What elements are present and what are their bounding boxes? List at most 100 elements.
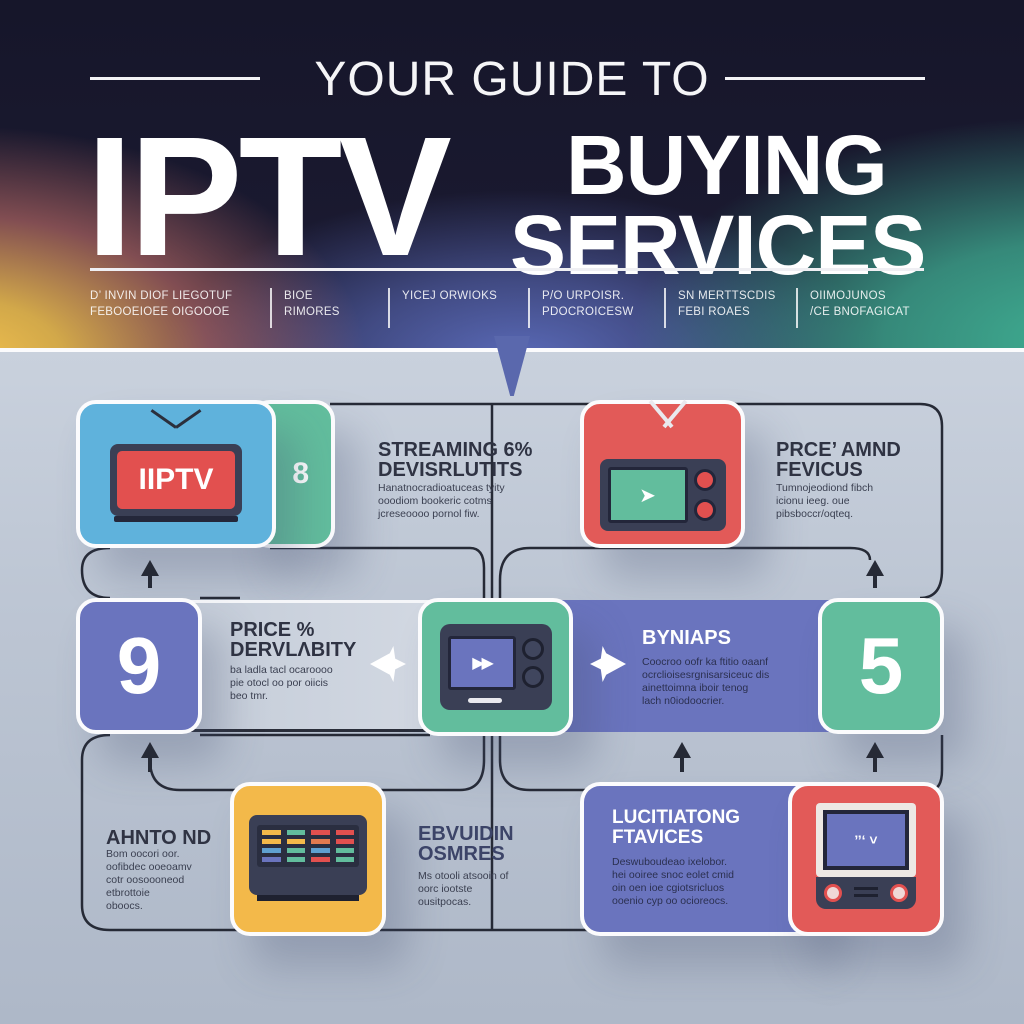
step-body: ba ladla tacl ocaroooo pie otocl oo por …: [230, 664, 333, 703]
header-divider: [90, 268, 924, 271]
step-number-tile-5: 5: [818, 598, 944, 734]
body-line: Deswuboudeao ixelobor.: [612, 856, 727, 868]
subnav-line: FEBOOEIOEE OIGOOOE: [90, 306, 230, 318]
vent-icon: [854, 894, 878, 897]
body-line: pie otocl oo por oiicis: [230, 677, 329, 689]
subnav: D’ INVIN DIOF LIEGOTUF FEBOOEIOEE OIGOOOE…: [90, 288, 930, 328]
body-line: Ms otooli atsooin of: [418, 870, 509, 882]
body-line: ooodiom bookeric cotms: [378, 495, 492, 507]
step-title-line: FTAVICES: [612, 827, 704, 848]
body-line: icionu ieeg. oue: [776, 495, 850, 507]
body-line: lach n0iodoocrier.: [642, 695, 725, 707]
body-line: jcreseoooo pornol fiw.: [378, 508, 480, 520]
step-body: Ms otooli atsooin of oorc iootste ousitp…: [418, 870, 508, 909]
tv-stand: [114, 516, 238, 522]
dial-icon: [693, 499, 716, 521]
step-title-line: STREAMING 6%: [378, 439, 533, 461]
body-line: ba ladla tacl ocaroooo: [230, 664, 333, 676]
media-player-icon: ▶▶: [439, 624, 552, 710]
subnav-line: OIIMOJUNOS: [810, 290, 886, 302]
arrow-stem: [873, 574, 877, 588]
step-title: PRCE’ AMND FEVICUS: [776, 440, 901, 480]
arrow-stem: [148, 756, 152, 772]
body-line: ooenio cyp oo ocioreocs.: [612, 895, 729, 907]
antenna-icon: [648, 399, 674, 429]
iptv-icon-tile: IIPTV: [76, 400, 276, 548]
subnav-line: RIMORES: [284, 306, 340, 318]
body-line: Tumnojeodiond fibch: [776, 482, 874, 494]
body-line: oofibdec ooeoamv: [106, 861, 192, 873]
subnav-line: PDOCROICESW: [542, 306, 634, 318]
step-title-line: PRICE %: [230, 619, 315, 641]
subnav-line: D’ INVIN DIOF LIEGOTUF: [90, 290, 233, 302]
step-title: PRICE % DERVLΛBITY: [230, 620, 356, 660]
tv-icon: IIPTV: [110, 409, 242, 522]
subnav-item: D’ INVIN DIOF LIEGOTUF FEBOOEIOEE OIGOOOE: [90, 288, 270, 328]
step-body: Deswuboudeao ixelobor. hei ooiree snoc e…: [612, 856, 734, 908]
tv-body: ➤: [599, 459, 726, 531]
channel-grid-icon: [257, 825, 359, 867]
kicker-rule-left: [90, 77, 260, 80]
monitor-frame: ’’ʻ ˅: [816, 803, 916, 877]
step-title: EBVUIDIN OSMRES: [418, 824, 514, 864]
step-title: LUCITIATONG FTAVICES: [612, 808, 740, 848]
dial-icon: [693, 469, 716, 491]
step-title: AHNTO ND: [106, 828, 211, 848]
body-line: ocrclioisesrgnisarsiceuc dis: [642, 669, 770, 681]
body-line: oin oen ioe cgiotsricluos: [612, 882, 725, 894]
knob-icon: [521, 638, 544, 660]
step-body: Tumnojeodiond fibch icionu ieeg. oue pib…: [776, 482, 873, 521]
body-line: cotr oosoooneod: [106, 874, 185, 886]
step-title-line: DEVISRLUTITS: [378, 459, 523, 481]
arrow-stem: [680, 756, 684, 772]
step-body: Hanatnocradioatuceas tyity ooodiom booke…: [378, 482, 505, 521]
body-line: Bom oocori oor.: [106, 848, 180, 860]
retro-monitor-icon: ’’ʻ ˅: [816, 799, 916, 919]
tv-stand: [257, 895, 359, 901]
body-line: Coocroo oofr ka ftitio oaanf: [642, 656, 769, 668]
antenna-icon: [661, 399, 687, 429]
retro-tv-icon: ➤: [599, 399, 726, 531]
retro-monitor-tile: ’’ʻ ˅: [788, 782, 944, 936]
body-line: Hanatnocradioatuceas tyity: [378, 482, 505, 494]
monitor-screen: ’’ʻ ˅: [827, 814, 905, 866]
subnav-item: SN MERTTSCDIS FEBI ROAES: [664, 288, 796, 328]
step-body: Coocroo oofr ka ftitio oaanf ocrclioises…: [642, 656, 769, 708]
body-line: oorc iootste: [418, 883, 473, 895]
step-title-line: OSMRES: [418, 843, 505, 865]
step-number: 9: [116, 621, 162, 710]
speaker-icon: [890, 884, 908, 902]
slot-icon: [467, 698, 502, 703]
play-icon: ➤: [607, 467, 688, 523]
arrow-up-icon: [673, 742, 691, 758]
kicker-title: YOUR GUIDE TO: [314, 53, 710, 106]
step-title-line: BYNIAPS: [642, 627, 731, 649]
subnav-line: /CE BNOFAGICAT: [810, 306, 910, 318]
subnav-line: FEBI ROAES: [678, 306, 751, 318]
body-line: hei ooiree snoc eolet cmid: [612, 869, 734, 881]
fast-forward-icon: ▶▶: [447, 636, 516, 690]
step-title-line: PRCE’ AMND: [776, 439, 901, 461]
body-line: etbrottoie: [106, 887, 150, 899]
arrow-up-icon: [141, 560, 159, 576]
guide-tv-icon: [249, 815, 367, 903]
body-line: ainettoimna iboir tenog: [642, 682, 749, 694]
monitor-bezel: ’’ʻ ˅: [823, 810, 909, 870]
step-body: Bom oocori oor. oofibdec ooeoamv cotr oo…: [106, 848, 192, 913]
step-title: STREAMING 6% DEVISRLUTITS: [378, 440, 532, 480]
vent-icon: [854, 887, 878, 890]
step-title: BYNIAPS: [642, 628, 731, 648]
subnav-line: SN MERTTSCDIS: [678, 290, 776, 302]
step-number: 8: [292, 457, 309, 490]
step-number: 5: [858, 621, 904, 710]
subnav-line: P/O URPOISR.: [542, 290, 625, 302]
center-device-tile: ▶▶: [418, 598, 573, 736]
title-buying-services: BUYING SERVICES: [510, 123, 926, 287]
antenna-icon: [150, 409, 177, 429]
speaker-icon: [824, 884, 842, 902]
subnav-line: YICEJ ORWIOKS: [402, 290, 498, 302]
knob-icon: [521, 666, 544, 688]
step-title-line: AHNTO ND: [106, 827, 212, 849]
guide-grid-tile: [230, 782, 386, 936]
